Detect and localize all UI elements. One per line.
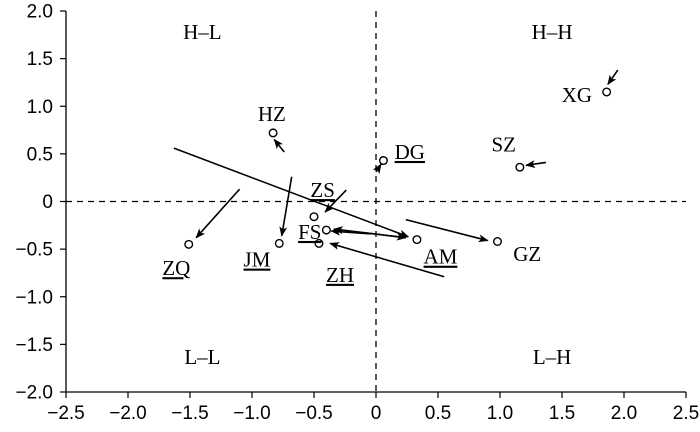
point-label: FS	[298, 220, 321, 244]
y-tick-label: 1.0	[27, 97, 53, 118]
data-point	[268, 128, 278, 138]
data-point	[309, 212, 319, 222]
quadrant-labels: H–L H–H L–L L–H	[183, 20, 572, 369]
trajectory-arrow	[329, 242, 445, 278]
data-point	[274, 238, 284, 248]
point-label: XG	[562, 83, 592, 107]
point-label: JM	[244, 248, 271, 272]
point-label: ZQ	[162, 256, 190, 280]
data-points	[184, 87, 612, 249]
data-point	[493, 237, 503, 247]
data-point	[378, 156, 388, 166]
data-point	[412, 235, 422, 245]
trajectory-arrow	[405, 218, 489, 243]
data-point	[602, 87, 612, 97]
x-tick-label: −2.5	[47, 403, 85, 424]
data-point	[314, 238, 324, 248]
x-tick-label: 0	[371, 403, 382, 424]
quadrant-label: L–L	[184, 345, 220, 369]
trajectory-arrow	[607, 69, 619, 86]
point-label: AM	[424, 245, 458, 269]
arrows	[173, 69, 619, 278]
trajectory-arrow	[195, 188, 241, 239]
point-label: ZH	[326, 263, 354, 287]
x-tick-label: −1.0	[233, 403, 271, 424]
y-tick-label: −0.5	[15, 240, 53, 261]
y-tick-label: −2.0	[15, 383, 53, 404]
x-tick-label: −0.5	[295, 403, 333, 424]
data-point	[184, 239, 194, 249]
point-label: DG	[395, 140, 425, 164]
y-tick-label: 2.0	[27, 2, 53, 23]
trajectory-arrow	[525, 160, 546, 168]
x-tick-label: −2.0	[109, 403, 147, 424]
x-tick-label: 1.0	[487, 403, 513, 424]
x-tick-label: −1.5	[171, 403, 209, 424]
data-point	[321, 225, 331, 235]
reference-lines	[66, 11, 686, 392]
trajectory-arrow	[173, 147, 410, 238]
point-label: GZ	[513, 242, 541, 266]
x-tick-label: 2.5	[673, 403, 699, 424]
data-point	[515, 162, 525, 172]
point-label: SZ	[491, 132, 516, 156]
y-tick-label: 0.5	[27, 144, 53, 165]
point-label: ZS	[310, 178, 335, 202]
y-tick-label: −1.5	[15, 335, 53, 356]
trajectory-arrow	[372, 163, 382, 175]
y-tick-label: −1.0	[15, 287, 53, 308]
trajectory-arrow	[333, 228, 407, 241]
point-label: HZ	[258, 102, 286, 126]
quadrant-label: H–L	[183, 20, 222, 44]
trajectory-arrow	[324, 189, 347, 213]
x-tick-label: 0.5	[425, 403, 451, 424]
x-tick-label: 1.5	[549, 403, 575, 424]
quadrant-label: L–H	[533, 345, 572, 369]
y-tick-label: 0	[42, 192, 53, 213]
y-tick-label: 1.5	[27, 49, 53, 70]
trajectory-arrow	[279, 176, 293, 237]
x-tick-label: 2.0	[611, 403, 637, 424]
trajectory-arrow	[273, 138, 285, 153]
quadrant-label: H–H	[532, 20, 573, 44]
